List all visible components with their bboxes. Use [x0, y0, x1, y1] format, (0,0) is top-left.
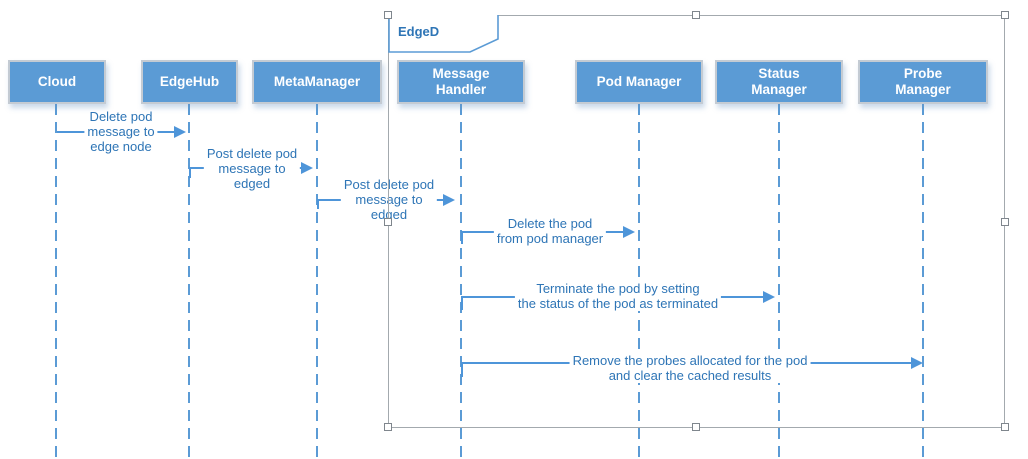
edged-frame-tab[interactable]: [388, 15, 502, 55]
arrowhead-icon: [443, 194, 455, 206]
message-label-post-delete-pod-metamanager[interactable]: Post delete pod message to edged: [340, 177, 438, 222]
actor-label: MetaManager: [273, 73, 361, 89]
message-label-terminate-the-pod[interactable]: Terminate the pod by setting the status …: [514, 281, 722, 311]
selection-handle-left-middle[interactable]: [384, 218, 392, 226]
edged-frame-label: EdgeD: [398, 24, 440, 39]
message-label-line: from pod manager: [496, 231, 604, 246]
lifeline-edgehub[interactable]: [188, 104, 190, 459]
lifeline-metamanager[interactable]: [316, 104, 318, 459]
actor-label: EdgeHub: [159, 73, 220, 89]
selection-handle-right-middle[interactable]: [1001, 218, 1009, 226]
selection-handle-bottom-left[interactable]: [384, 423, 392, 431]
selection-handle-top-left[interactable]: [384, 11, 392, 19]
arrowhead-icon: [623, 226, 635, 238]
message-label-remove-the-probes[interactable]: Remove the probes allocated for the pod …: [569, 353, 811, 383]
actor-cloud[interactable]: Cloud: [8, 60, 106, 104]
actor-message-handler[interactable]: Message Handler: [397, 60, 525, 104]
actor-pod-manager[interactable]: Pod Manager: [575, 60, 703, 104]
selection-handle-top-right[interactable]: [1001, 11, 1009, 19]
message-label-line: Post delete pod: [343, 177, 435, 192]
message-label-line: Terminate the pod by setting: [536, 281, 700, 296]
actor-label: Status Manager: [751, 65, 807, 97]
message-label-line: Delete pod: [89, 109, 153, 124]
message-label-line: Remove the probes allocated for the pod: [572, 353, 808, 368]
message-label-line: message to: [218, 161, 286, 176]
arrowhead-icon: [174, 126, 186, 138]
actor-label: Cloud: [37, 73, 77, 89]
actor-label: Probe Manager: [895, 65, 951, 97]
lifeline-status-manager[interactable]: [778, 104, 780, 459]
actor-status-manager[interactable]: Status Manager: [715, 60, 843, 104]
arrowhead-icon: [301, 162, 313, 174]
actor-probe-manager[interactable]: Probe Manager: [858, 60, 988, 104]
actor-label: Message Handler: [432, 65, 490, 97]
message-label-line: edge node: [90, 139, 152, 154]
message-label-delete-the-pod[interactable]: Delete the pod from pod manager: [493, 216, 607, 246]
message-label-line: message to: [355, 192, 423, 207]
message-label-line: edged: [233, 176, 271, 191]
message-label-post-delete-pod-edgehub[interactable]: Post delete pod message to edged: [203, 146, 301, 191]
message-label-line: message to: [87, 124, 155, 139]
message-label-line: Post delete pod: [206, 146, 298, 161]
message-label-line: and clear the cached results: [608, 368, 772, 383]
lifeline-cloud[interactable]: [55, 104, 57, 459]
selection-handle-bottom-middle[interactable]: [692, 423, 700, 431]
lifeline-message-handler[interactable]: [460, 104, 462, 459]
message-label-line: Delete the pod: [507, 216, 593, 231]
selection-handle-top-middle[interactable]: [692, 11, 700, 19]
lifeline-probe-manager[interactable]: [922, 104, 924, 459]
actor-metamanager[interactable]: MetaManager: [252, 60, 382, 104]
message-label-delete-pod-to-edge-node[interactable]: Delete pod message to edge node: [84, 109, 158, 154]
message-label-line: the status of the pod as terminated: [517, 296, 719, 311]
arrowhead-icon: [763, 291, 775, 303]
selection-handle-bottom-right[interactable]: [1001, 423, 1009, 431]
actor-label: Pod Manager: [596, 73, 682, 89]
arrowhead-icon: [911, 357, 923, 369]
actor-edgehub[interactable]: EdgeHub: [141, 60, 238, 104]
